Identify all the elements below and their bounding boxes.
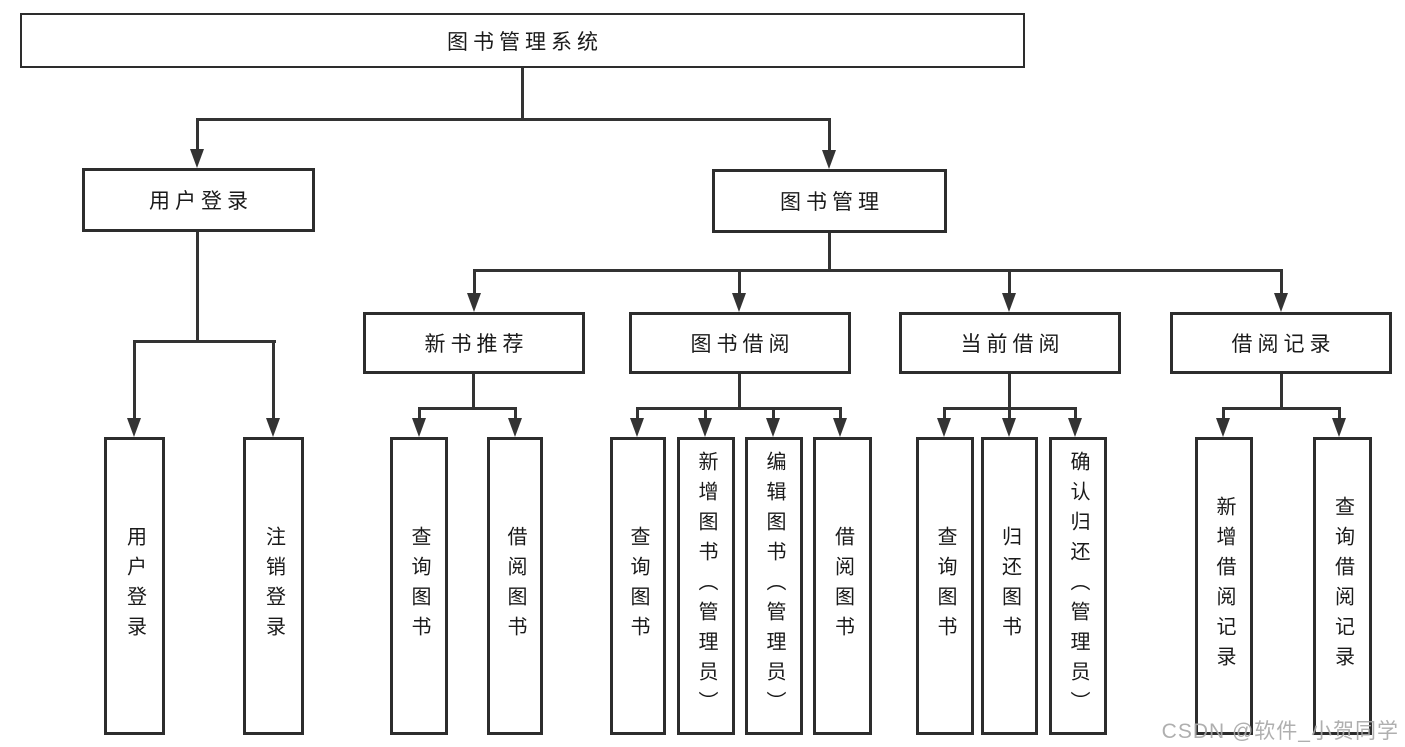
node-book-borrow: 图书借阅: [629, 312, 851, 374]
leaf-query-books: 查询图书: [390, 437, 448, 735]
arrow-down-icon: [698, 418, 712, 437]
node-current-borrow: 当前借阅: [899, 312, 1121, 374]
connector-line: [521, 68, 524, 118]
arrow-down-icon: [732, 293, 746, 312]
arrow-down-icon: [1332, 418, 1346, 437]
leaf-label: 用户登录: [123, 526, 146, 646]
connector-line: [1338, 407, 1341, 418]
arrow-down-icon: [508, 418, 522, 437]
connector-line: [828, 233, 831, 269]
connector-line: [1074, 407, 1077, 418]
connector-line: [772, 407, 775, 418]
connector-line: [1222, 407, 1341, 410]
leaf-label: 查询图书: [627, 526, 649, 646]
leaf-add-borrow-record: 新增借阅记录: [1195, 437, 1253, 735]
arrow-down-icon: [1068, 418, 1082, 437]
connector-line: [514, 407, 517, 418]
leaf-query-books: 查询图书: [916, 437, 974, 735]
leaf-confirm-return-admin: 确认归还（管理员）: [1049, 437, 1107, 735]
connector-line: [196, 118, 199, 150]
arrow-down-icon: [766, 418, 780, 437]
connector-line: [738, 269, 741, 294]
node-label: 借阅记录: [1231, 333, 1336, 356]
leaf-logout: 注销登录: [243, 437, 304, 735]
connector-line: [1280, 269, 1283, 294]
connector-line: [636, 407, 842, 410]
connector-line: [828, 118, 831, 150]
connector-line: [1008, 374, 1011, 407]
node-book-management: 图书管理: [712, 169, 947, 233]
connector-line: [418, 407, 421, 418]
connector-line: [1222, 407, 1225, 418]
leaf-user-login: 用户登录: [104, 437, 165, 735]
connector-line: [943, 407, 946, 418]
node-label: 当前借阅: [960, 333, 1065, 356]
arrow-down-icon: [467, 293, 481, 312]
connector-line: [196, 118, 831, 121]
arrow-down-icon: [1002, 293, 1016, 312]
leaf-borrow-book: 借阅图书: [487, 437, 543, 735]
node-borrow-records: 借阅记录: [1170, 312, 1392, 374]
connector-line: [704, 407, 707, 418]
leaf-label: 新增借阅记录: [1213, 496, 1235, 676]
connector-line: [636, 407, 639, 418]
node-label: 图书管理系统: [447, 30, 603, 54]
arrow-down-icon: [190, 149, 204, 168]
leaf-query-borrow-record: 查询借阅记录: [1313, 437, 1372, 735]
leaf-label: 编辑图书（管理员）: [763, 451, 785, 721]
arrow-down-icon: [127, 418, 141, 437]
leaf-return-book: 归还图书: [981, 437, 1038, 735]
connector-line: [1008, 269, 1011, 294]
leaf-borrow-book: 借阅图书: [813, 437, 872, 735]
node-label: 新书推荐: [424, 333, 529, 356]
connector-line: [839, 407, 842, 418]
leaf-label: 查询图书: [408, 526, 430, 646]
leaf-edit-book-admin: 编辑图书（管理员）: [745, 437, 803, 735]
connector-line: [1008, 407, 1011, 418]
arrow-down-icon: [266, 418, 280, 437]
csdn-watermark: CSDN @软件_小贺同学: [1161, 720, 1399, 743]
leaf-label: 归还图书: [998, 526, 1021, 646]
arrow-down-icon: [822, 150, 836, 169]
leaf-label: 新增图书（管理员）: [695, 451, 717, 721]
node-label: 图书借阅: [690, 333, 795, 356]
connector-line: [473, 269, 1283, 272]
leaf-label: 查询图书: [934, 526, 956, 646]
connector-line: [473, 269, 476, 294]
leaf-label: 确认归还（管理员）: [1067, 451, 1089, 721]
node-root-library-system: 图书管理系统: [20, 13, 1025, 68]
arrow-down-icon: [937, 418, 951, 437]
connector-line: [418, 407, 517, 410]
node-user-login: 用户登录: [82, 168, 315, 232]
leaf-label: 借阅图书: [831, 526, 854, 646]
leaf-label: 查询借阅记录: [1331, 496, 1354, 676]
node-new-book-recommend: 新书推荐: [363, 312, 585, 374]
leaf-label: 借阅图书: [504, 526, 526, 646]
arrow-down-icon: [1216, 418, 1230, 437]
leaf-query-books: 查询图书: [610, 437, 666, 735]
connector-line: [1280, 374, 1283, 407]
connector-line: [272, 340, 275, 418]
arrow-down-icon: [833, 418, 847, 437]
leaf-label: 注销登录: [262, 526, 285, 646]
connector-line: [133, 340, 136, 418]
connector-line: [472, 374, 475, 407]
leaf-add-book-admin: 新增图书（管理员）: [677, 437, 735, 735]
connector-line: [196, 232, 199, 340]
arrow-down-icon: [630, 418, 644, 437]
node-label: 用户登录: [149, 190, 253, 213]
arrow-down-icon: [1002, 418, 1016, 437]
arrow-down-icon: [1274, 293, 1288, 312]
connector-line: [738, 374, 741, 407]
connector-line: [133, 340, 276, 343]
arrow-down-icon: [412, 418, 426, 437]
node-label: 图书管理: [780, 191, 884, 214]
